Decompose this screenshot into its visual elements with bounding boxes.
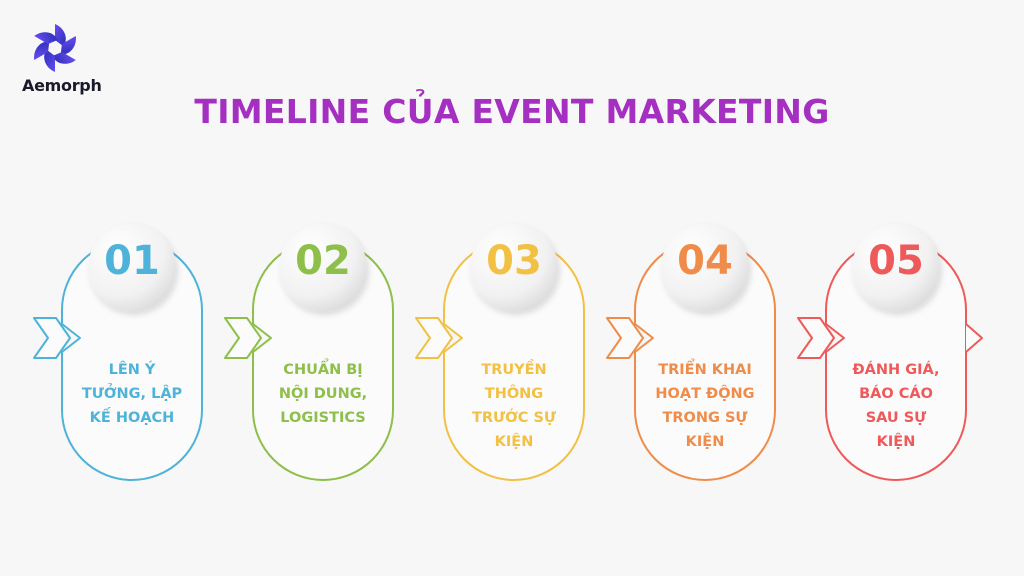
timeline-step: 02 CHUẨN BỊ NỘI DUNG, LOGISTICS [223, 190, 423, 490]
brand-logo: Aemorph [22, 22, 108, 95]
step-number: 05 [868, 238, 924, 284]
chevron-arrow-icon [33, 317, 71, 359]
step-frame [224, 224, 394, 481]
arrow-tip-icon [965, 323, 983, 353]
chevron-arrow-icon [224, 317, 262, 359]
step-frame [797, 224, 983, 481]
timeline: 01 LÊN Ý TƯỞNG, LẬP KẾ HOẠCH 02 CHUẨN BỊ… [0, 190, 1024, 490]
chevron-arrow-icon [415, 317, 453, 359]
step-label: ĐÁNH GIÁ, BÁO CÁO SAU SỰ KIỆN [852, 362, 940, 450]
number-disc [661, 224, 749, 312]
chevron-arrow-icon [797, 317, 835, 359]
step-number: 01 [104, 238, 160, 284]
timeline-step: 05 ĐÁNH GIÁ, BÁO CÁO SAU SỰ KIỆN [796, 190, 996, 490]
brand-name: Aemorph [22, 76, 102, 95]
step-number: 02 [295, 238, 351, 284]
step-number: 04 [677, 238, 733, 284]
timeline-step: 03 TRUYỀN THÔNG TRƯỚC SỰ KIỆN [414, 190, 614, 490]
timeline-step: 04 TRIỂN KHAI HOẠT ĐỘNG TRONG SỰ KIỆN [605, 190, 805, 490]
step-frame [33, 224, 203, 481]
number-disc [88, 224, 176, 312]
step-label: LÊN Ý TƯỞNG, LẬP KẾ HOẠCH [81, 362, 183, 426]
aemorph-logo-icon [34, 24, 76, 72]
step-label: CHUẨN BỊ NỘI DUNG, LOGISTICS [278, 362, 368, 426]
number-disc [279, 224, 367, 312]
page-title: TIMELINE CỦA EVENT MARKETING [194, 92, 830, 131]
step-label: TRIỂN KHAI HOẠT ĐỘNG TRONG SỰ KIỆN [655, 362, 755, 450]
chevron-arrow-icon [606, 317, 644, 359]
number-disc [852, 224, 940, 312]
number-disc [470, 224, 558, 312]
step-frame [606, 224, 776, 481]
timeline-step: 01 LÊN Ý TƯỞNG, LẬP KẾ HOẠCH [32, 190, 232, 490]
step-number: 03 [486, 238, 542, 284]
step-label: TRUYỀN THÔNG TRƯỚC SỰ KIỆN [471, 362, 557, 450]
step-frame [415, 224, 585, 481]
